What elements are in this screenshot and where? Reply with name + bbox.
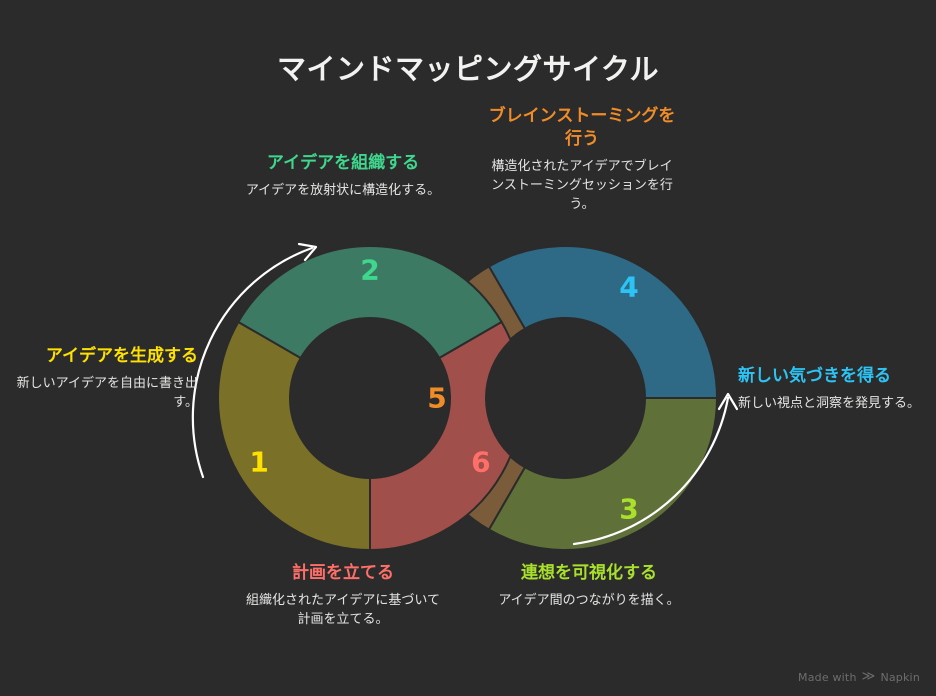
step-heading-2: アイデアを組織する xyxy=(266,153,420,173)
arrowhead-icon xyxy=(717,392,739,411)
step-heading-4: 新しい気づきを得る xyxy=(738,366,891,386)
segment-number-4: 4 xyxy=(619,271,638,304)
arrowhead-icon xyxy=(297,242,318,262)
step-description-2: アイデアを放射状に構造化する。 xyxy=(245,182,441,198)
step-description-6: 組織化されたアイデアに基づいて計画を立てる。 xyxy=(246,592,440,627)
right-cycle-arrow xyxy=(572,392,739,546)
step-description-3: アイデア間のつながりを描く。 xyxy=(498,592,680,608)
segment-number-3: 3 xyxy=(619,492,638,525)
step-heading-5: ブレインストーミングを行う xyxy=(488,106,676,149)
step-description-5: 構造化されたアイデアでブレインストーミングセッションを行う。 xyxy=(491,158,673,212)
watermark-brand: Napkin xyxy=(880,671,920,684)
step-description-1: 新しいアイデアを自由に書き出す。 xyxy=(16,375,198,410)
page-title: マインドマッピングサイクル xyxy=(276,52,660,86)
step-description-4: 新しい視点と洞察を発見する。 xyxy=(738,395,921,411)
step-label-3: 連想を可視化する アイデア間のつながりを描く。 xyxy=(489,562,689,611)
step-label-1: アイデアを生成する 新しいアイデアを自由に書き出す。 xyxy=(8,345,198,413)
step-heading-1: アイデアを生成する xyxy=(45,346,198,366)
left-donut-hole xyxy=(290,318,450,478)
segment-number-2: 2 xyxy=(360,254,379,287)
step-heading-3: 連想を可視化する xyxy=(521,563,657,583)
napkin-logo-icon: ≫ xyxy=(861,669,876,684)
right-donut-hole xyxy=(485,318,645,478)
step-label-4: 新しい気づきを得る 新しい視点と洞察を発見する。 xyxy=(738,365,924,414)
step-label-5: ブレインストーミングを行う 構造化されたアイデアでブレインストーミングセッション… xyxy=(487,105,677,214)
step-label-6: 計画を立てる 組織化されたアイデアに基づいて計画を立てる。 xyxy=(243,562,443,630)
segment-number-5: 5 xyxy=(427,382,446,415)
watermark-prefix: Made with xyxy=(798,671,857,684)
segment-number-1: 1 xyxy=(249,446,268,479)
watermark: Made with ≫ Napkin xyxy=(798,669,920,684)
segment-number-6: 6 xyxy=(471,446,490,479)
step-label-2: アイデアを組織する アイデアを放射状に構造化する。 xyxy=(243,152,443,201)
left-cycle-arrow xyxy=(191,242,318,479)
step-heading-6: 計画を立てる xyxy=(292,563,394,583)
